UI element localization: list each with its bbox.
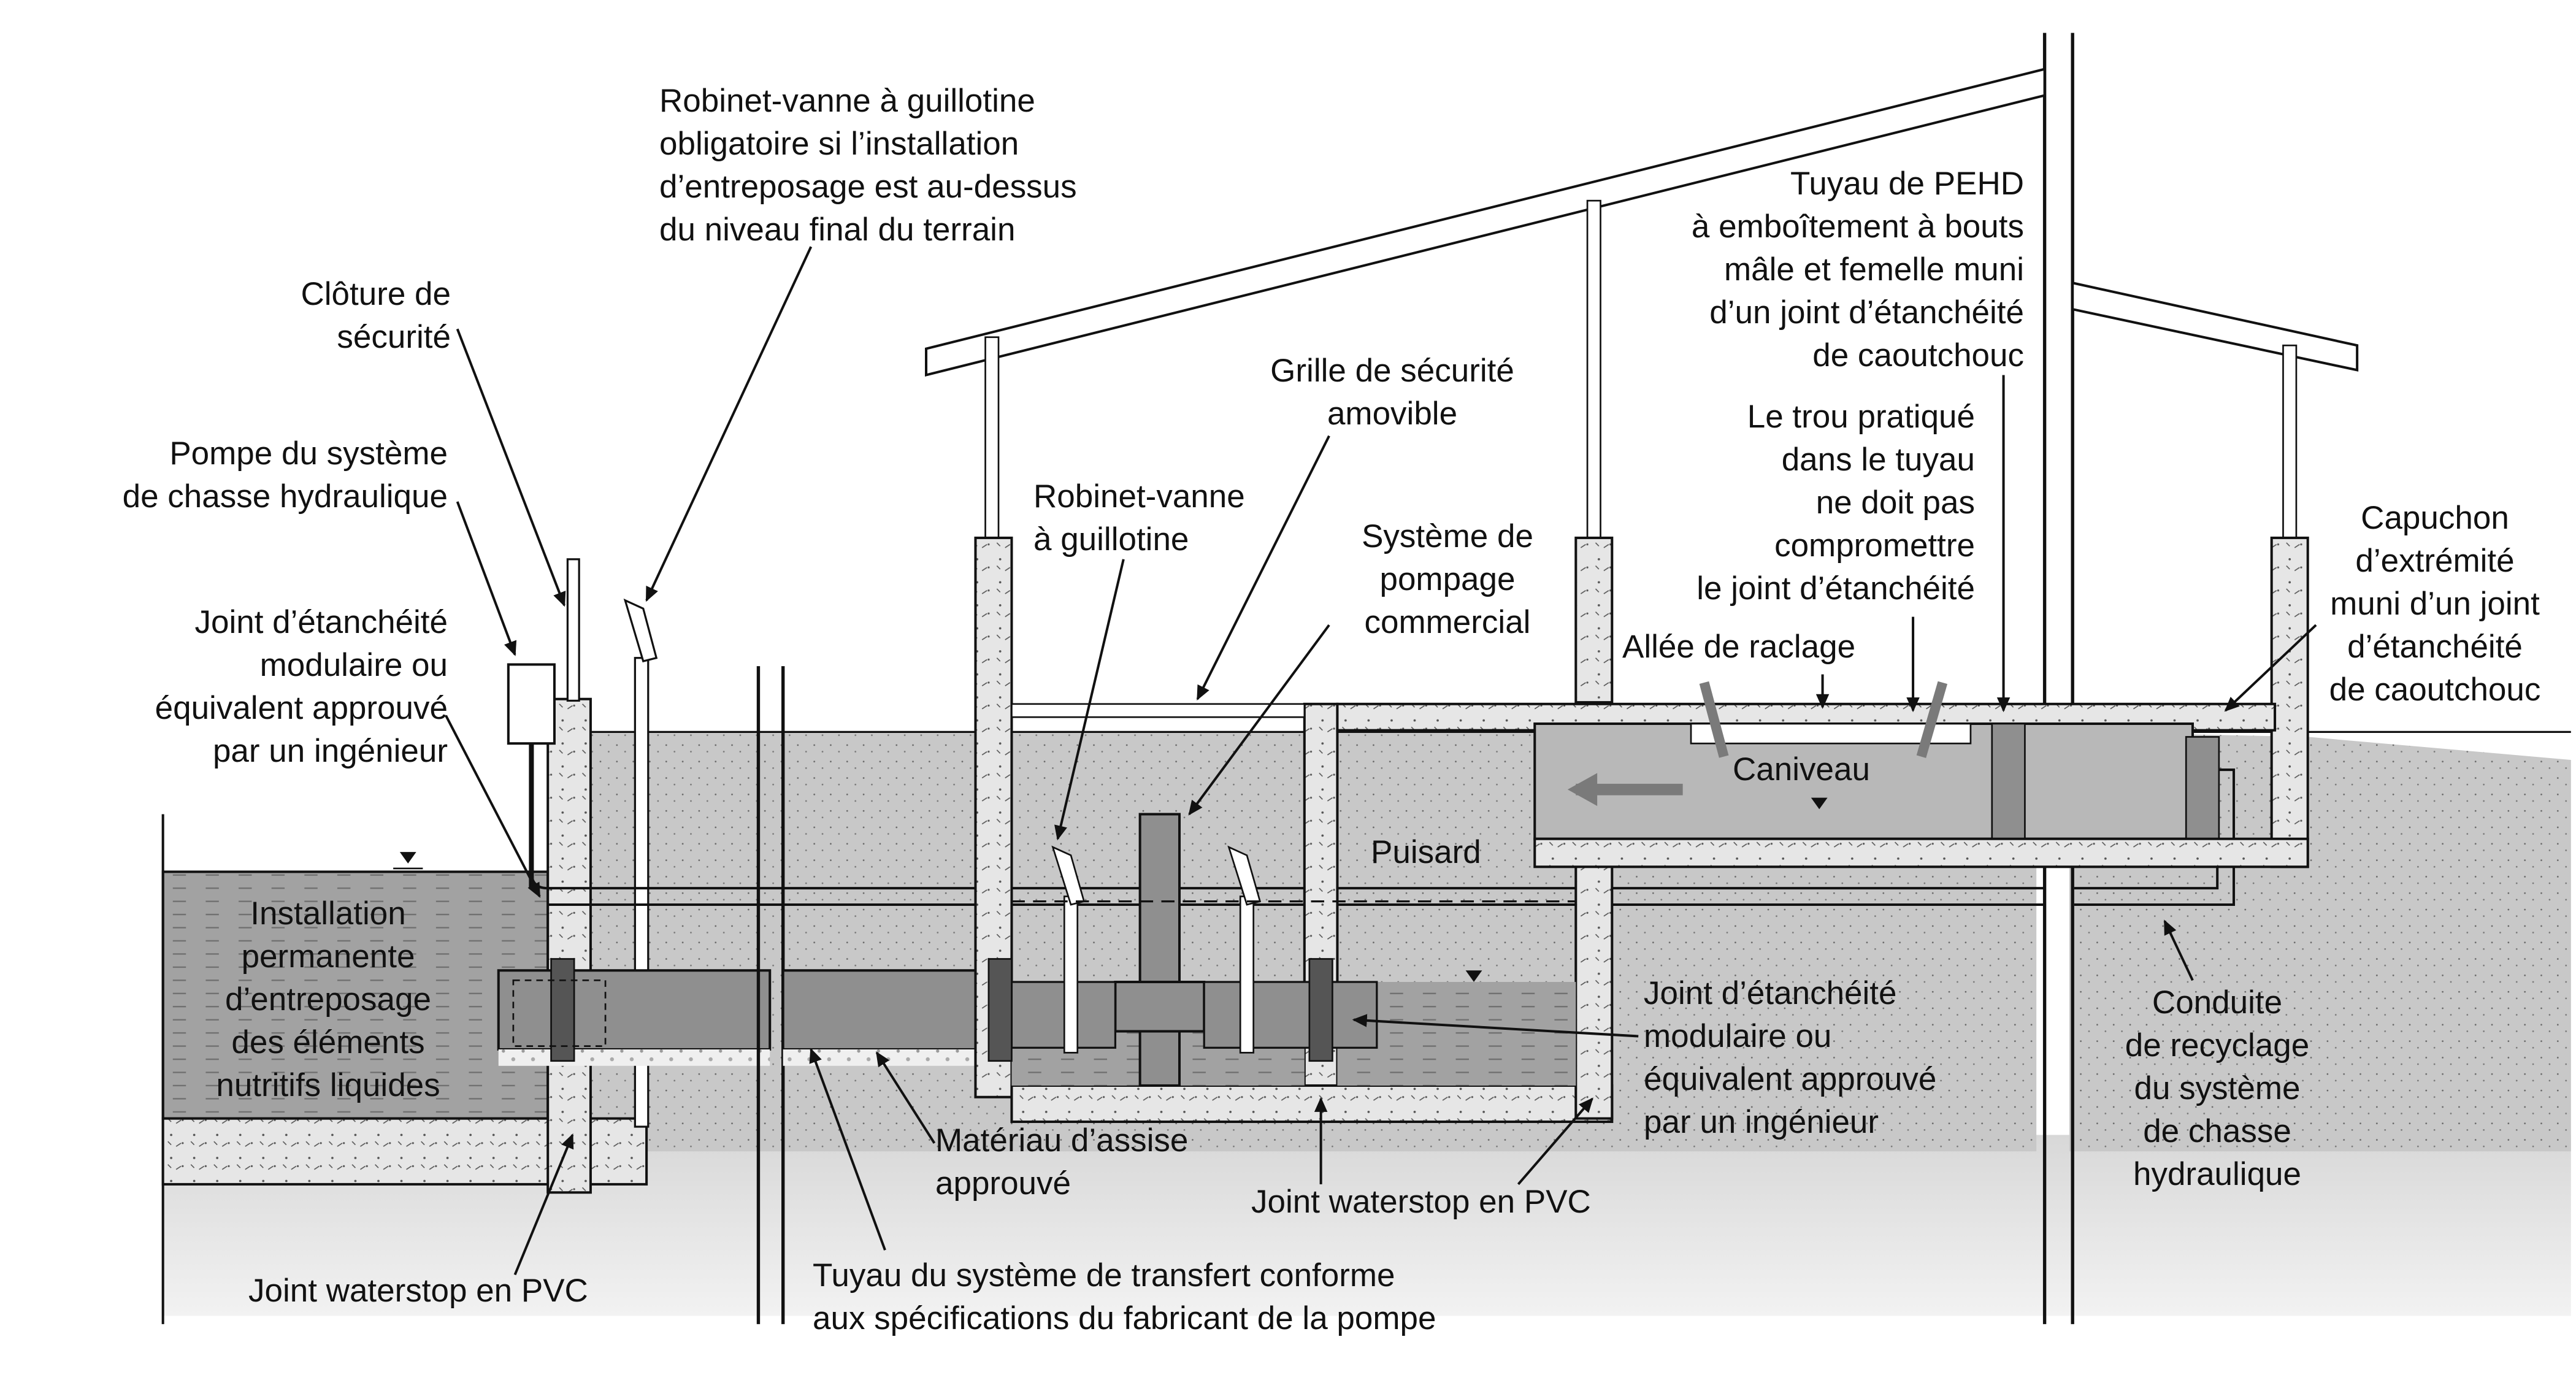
label-modular-seal-left: Joint d’étanchéité modulaire ou équivale… [155, 604, 448, 769]
building-roof [925, 67, 2359, 539]
commercial-pump [1114, 813, 1206, 1087]
label-transfer-pipe: Tuyau du système de transfert conforme a… [813, 1257, 1436, 1336]
transfer-pipe-middle [781, 969, 999, 1066]
label-bedding-material: Matériau d’assise approuvé [935, 1122, 1189, 1202]
label-flush-pump: Pompe du système de chasse hydraulique [122, 435, 448, 515]
storage-tank [161, 814, 648, 1324]
break-lines [756, 33, 2074, 1324]
label-security-grate: Grille de sécurité amovible [1270, 353, 1514, 432]
label-recycle-line: Conduite de recyclage du système de chas… [2125, 984, 2310, 1192]
sump-pipes [987, 845, 1378, 1062]
label-mandatory-valve: Robinet-vanne à guillotine obligatoire s… [659, 83, 1077, 248]
gutter-channel [1533, 681, 2309, 868]
label-scraper-alley: Allée de raclage [1622, 629, 1856, 665]
security-grate [1011, 703, 1306, 718]
label-commercial-pump: Système de pompage commercial [1362, 518, 1533, 640]
label-end-cap: Capuchon d’extrémité muni d’un joint d’é… [2329, 500, 2541, 708]
flush-pump [507, 663, 556, 745]
label-waterstop-left: Joint waterstop en PVC [248, 1273, 588, 1309]
label-modular-seal-right: Joint d’étanchéité modulaire ou équivale… [1644, 975, 1937, 1140]
label-storage-installation: Installation permanente d’entreposage de… [216, 895, 440, 1103]
label-security-fence: Clôture de sécurité [301, 276, 451, 355]
label-guillotine-valve: Robinet-vanne à guillotine [1033, 478, 1245, 558]
label-sump: Puisard [1371, 834, 1481, 870]
label-gutter: Caniveau [1733, 751, 1870, 788]
security-fence [566, 558, 580, 702]
label-hdpe-pipe: Tuyau de PEHD à emboîtement à bouts mâle… [1691, 166, 2024, 374]
label-waterstop-right: Joint waterstop en PVC [1251, 1184, 1591, 1220]
label-pipe-hole: Le trou pratiqué dans le tuyau ne doit p… [1696, 399, 1975, 607]
transfer-pipe-left [497, 958, 772, 1066]
leader-lines [445, 246, 2317, 1276]
left-wall [507, 558, 592, 1194]
